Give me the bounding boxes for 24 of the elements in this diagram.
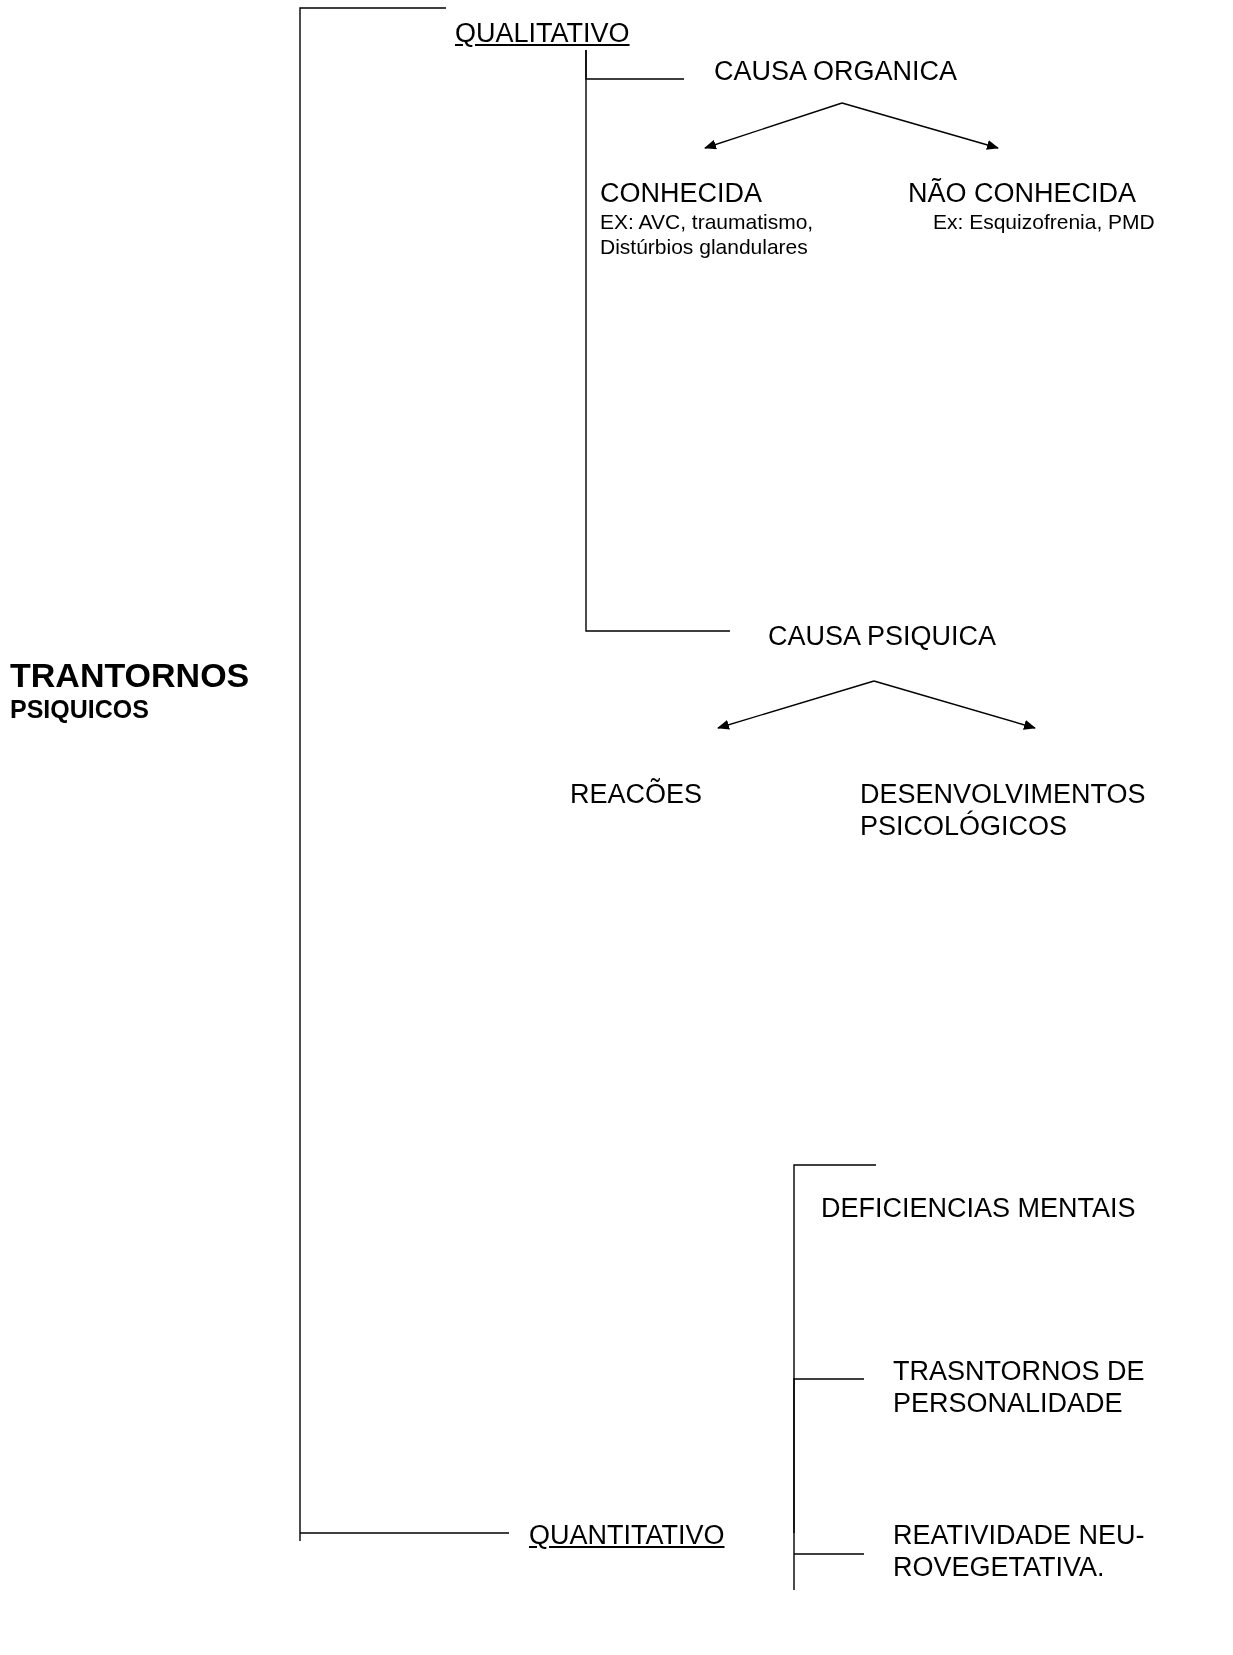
arrow [873,680,1036,730]
node-label: CAUSA ORGANICA [714,56,958,88]
node-label: QUANTITATIVO [529,1520,725,1552]
example-text: EX: AVC, traumatismo, Distúrbios glandulares [600,209,815,260]
subtitle-text: PSIQUICOS [10,695,149,725]
node-label: TRASNTORNOS DE PERSONALIDADE [893,1356,1146,1420]
connector-line [793,1378,865,1534]
node-label: REACÕES [570,779,703,811]
arrow [717,680,875,730]
node-label: DEFICIENCIAS MENTAIS [821,1193,1136,1225]
node-label: CONHECIDA [600,178,762,210]
node-label: DESENVOLVIMENTOS PSICOLÓGICOS [860,779,1147,843]
arrow [704,102,843,150]
arrow [841,102,999,150]
node-label: REATIVIDADE NEU- ROVEGETATIVA. [893,1520,1146,1584]
title-text: TRANTORNOS [10,655,250,696]
node-label: QUALITATIVO [455,18,630,50]
example-text: Ex: Esquizofrenia, PMD [933,209,1155,235]
connector-line [299,689,510,1542]
connector-line [585,49,731,632]
connector-line [299,7,447,691]
node-label: NÃO CONHECIDA [908,178,1137,210]
node-label: CAUSA PSIQUICA [768,621,997,653]
connector-line [793,1532,865,1591]
